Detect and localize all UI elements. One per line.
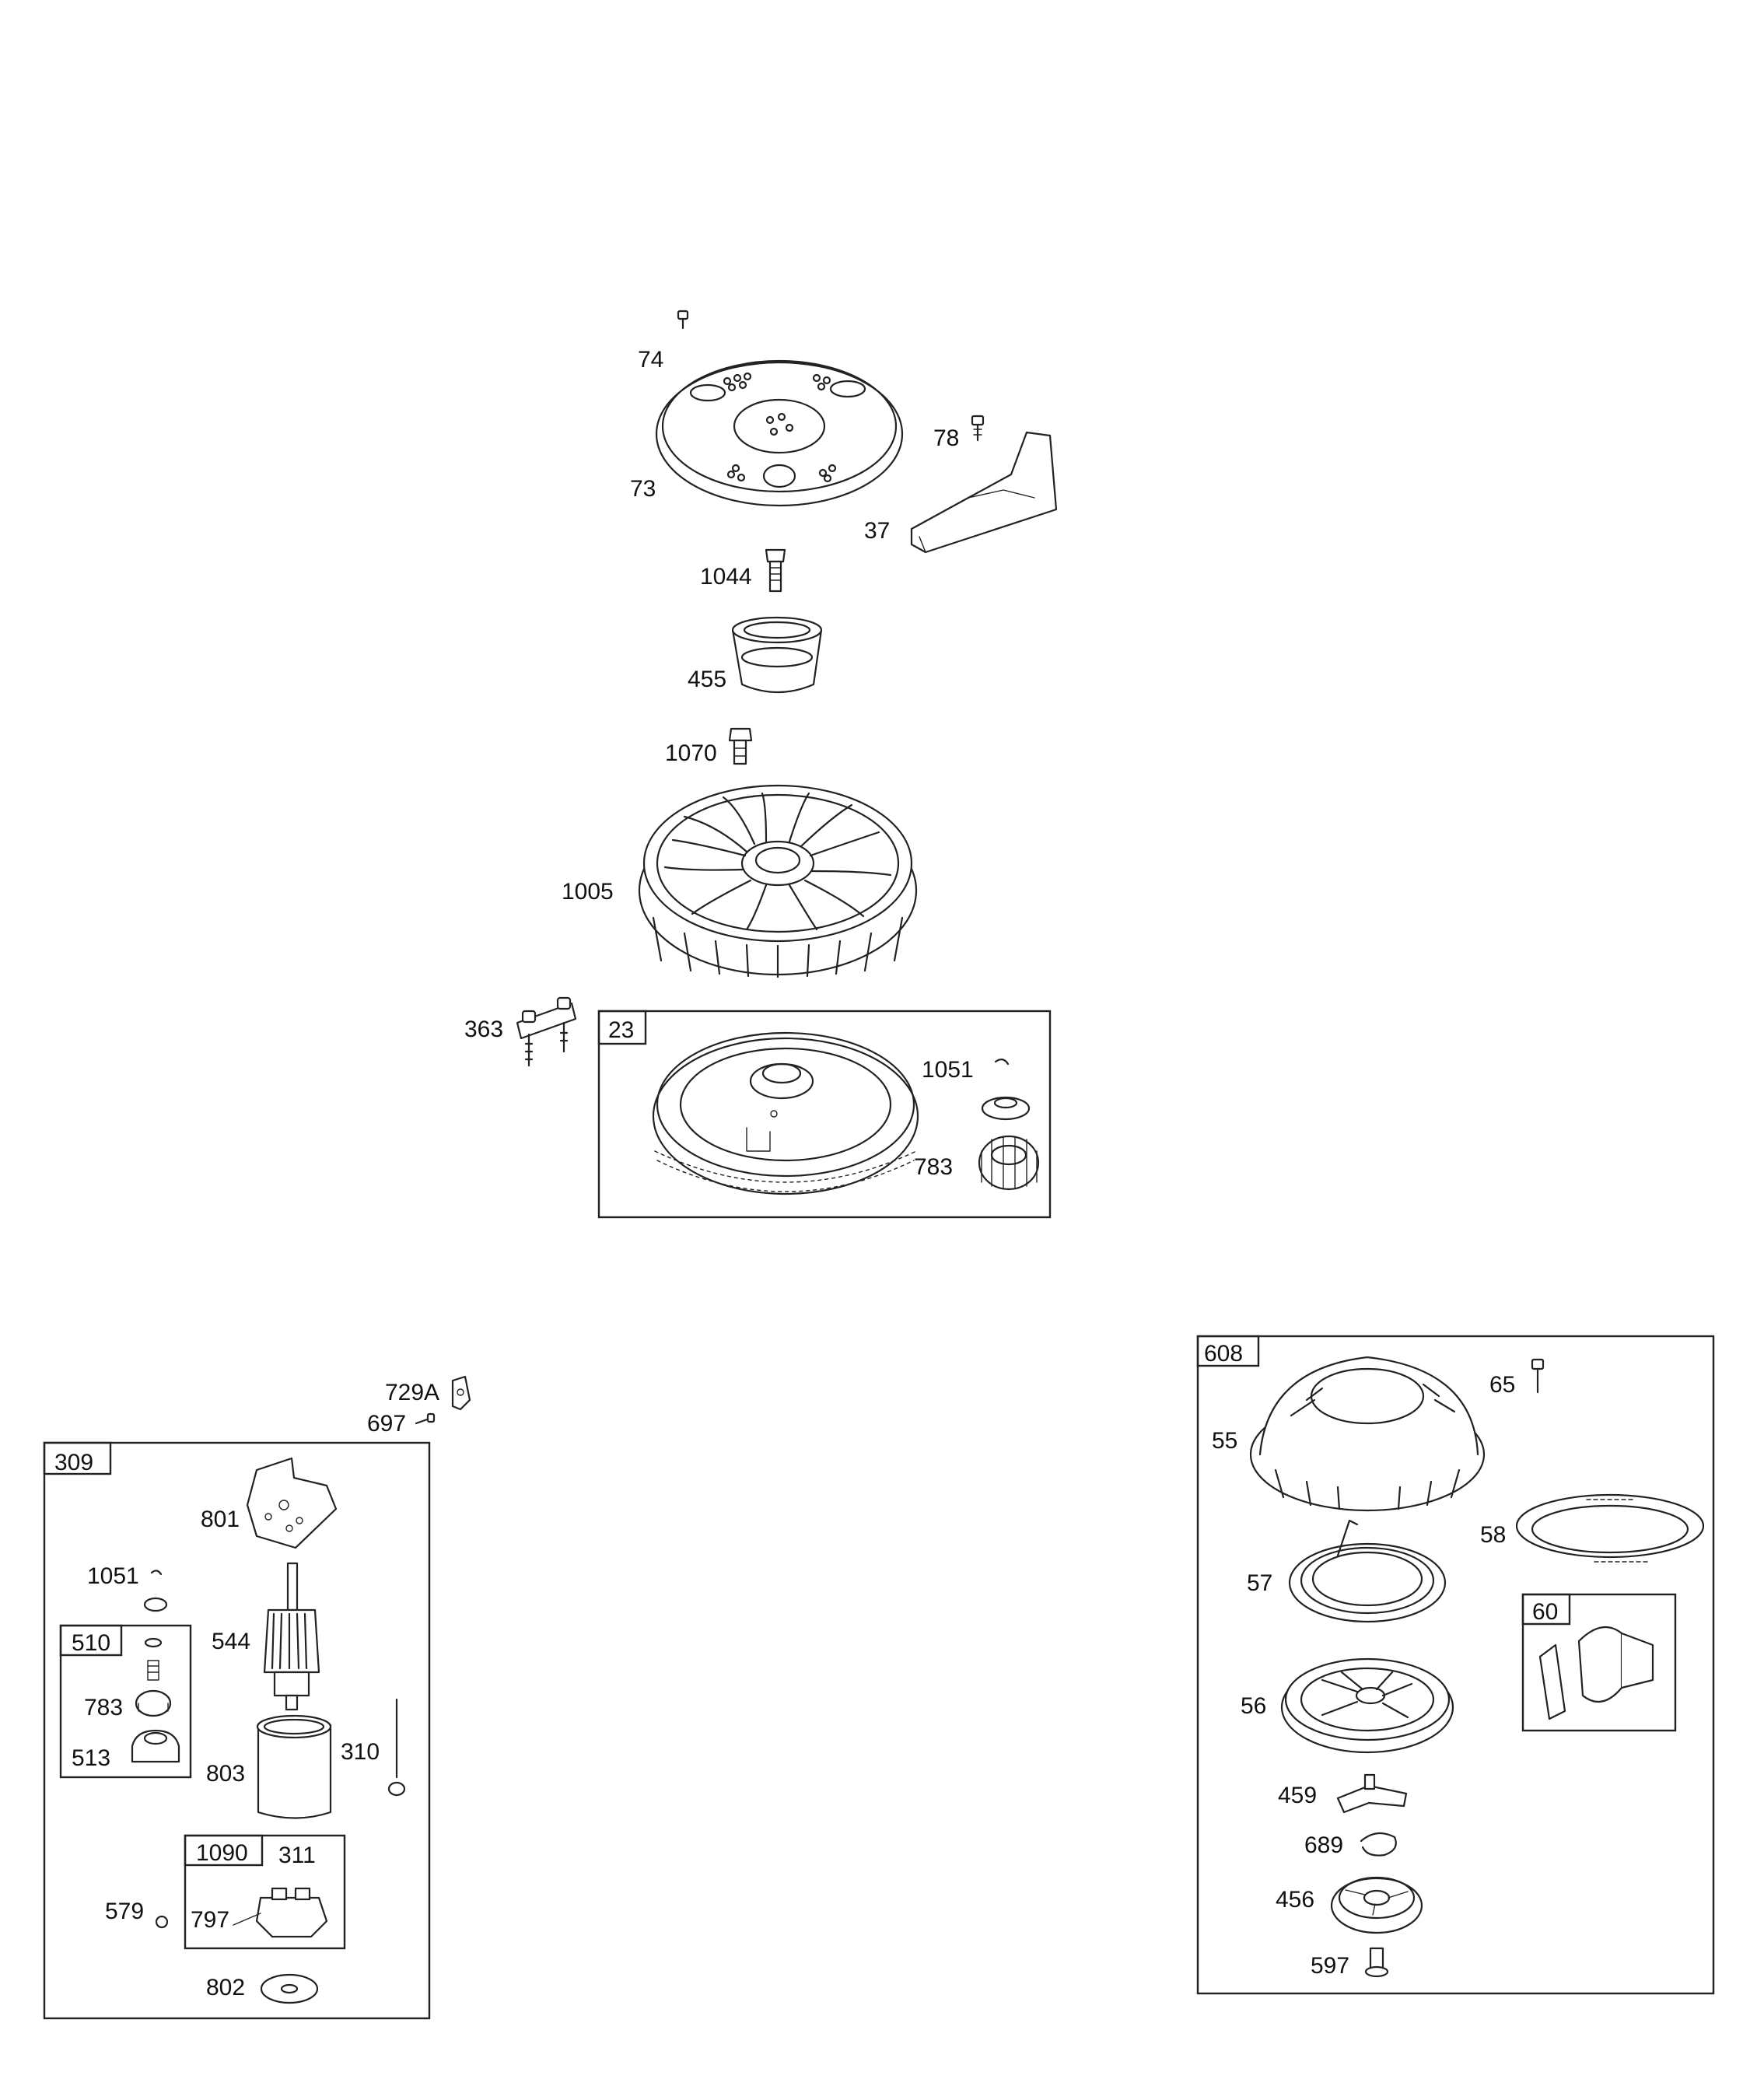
callout-803: 803 — [206, 1761, 245, 1787]
part-65-screw — [1531, 1358, 1545, 1394]
part-801-end-plate — [246, 1457, 338, 1549]
callout-544: 544 — [212, 1629, 250, 1654]
box-label-608: 608 — [1204, 1341, 1243, 1367]
box-label-23: 23 — [608, 1017, 634, 1043]
flywheel-assembly — [516, 310, 1058, 1219]
part-1090-brush-holder — [233, 1887, 328, 1938]
callout-783-left: 783 — [84, 1695, 123, 1720]
box-label-60: 60 — [1532, 1599, 1558, 1625]
rewind-starter-assembly — [1196, 1335, 1715, 1995]
callout-1070: 1070 — [665, 740, 717, 766]
callout-797: 797 — [191, 1907, 229, 1933]
callout-65: 65 — [1489, 1372, 1515, 1398]
callout-783-top: 783 — [914, 1154, 953, 1180]
callout-802: 802 — [206, 1975, 245, 2000]
part-363-bracket — [516, 996, 577, 1067]
callout-579: 579 — [105, 1899, 144, 1924]
part-802-plate — [260, 1973, 319, 2004]
part-455-cup — [731, 616, 823, 694]
callout-1051-top: 1051 — [922, 1057, 974, 1083]
part-459-dog — [1336, 1773, 1408, 1814]
callout-455: 455 — [688, 667, 726, 692]
part-1070-bolt — [728, 727, 753, 765]
callout-58: 58 — [1480, 1522, 1506, 1548]
callout-1044: 1044 — [700, 564, 752, 590]
callout-1051-left: 1051 — [87, 1563, 139, 1589]
part-697-screw — [415, 1412, 436, 1425]
callout-57: 57 — [1247, 1570, 1272, 1596]
callout-311: 311 — [278, 1843, 316, 1868]
callout-1005: 1005 — [562, 879, 614, 905]
box-label-1090: 1090 — [196, 1840, 248, 1866]
part-597-screw — [1364, 1947, 1389, 1978]
part-729a-bracket — [451, 1375, 471, 1411]
callout-363: 363 — [464, 1017, 503, 1042]
callout-729a: 729A — [385, 1380, 439, 1405]
callout-74: 74 — [638, 347, 663, 373]
part-78-screw — [971, 415, 985, 442]
part-37-air-guide — [910, 431, 1058, 554]
callout-78: 78 — [933, 425, 959, 451]
callout-689: 689 — [1304, 1832, 1343, 1858]
part-73-cover-disc — [655, 359, 904, 507]
callout-73: 73 — [630, 476, 656, 502]
callout-459: 459 — [1278, 1783, 1317, 1808]
part-56-pulley — [1280, 1657, 1454, 1754]
callout-697: 697 — [367, 1411, 406, 1437]
part-55-housing — [1249, 1356, 1486, 1512]
callout-597: 597 — [1311, 1953, 1349, 1979]
part-58-rope — [1515, 1493, 1705, 1563]
box-label-510: 510 — [72, 1630, 110, 1656]
part-1005-fan — [638, 784, 918, 978]
box-23 — [597, 1010, 1052, 1219]
starter-motor-assembly — [43, 1375, 471, 2020]
part-544-armature — [263, 1562, 320, 1711]
callout-801: 801 — [201, 1507, 240, 1532]
callout-310: 310 — [341, 1739, 380, 1765]
part-74-screw — [677, 310, 689, 330]
callout-56: 56 — [1241, 1693, 1266, 1719]
callout-55: 55 — [1212, 1428, 1237, 1454]
part-803-housing — [256, 1714, 332, 1819]
callout-513: 513 — [72, 1745, 110, 1771]
part-1044-bolt — [765, 548, 786, 593]
part-60-handle — [1538, 1626, 1654, 1720]
part-310-bolt — [387, 1698, 406, 1797]
part-456-retainer — [1330, 1876, 1423, 1934]
callout-37: 37 — [864, 518, 890, 544]
part-57-spring — [1288, 1519, 1447, 1623]
callout-456: 456 — [1276, 1887, 1314, 1913]
box-label-309: 309 — [54, 1450, 93, 1475]
